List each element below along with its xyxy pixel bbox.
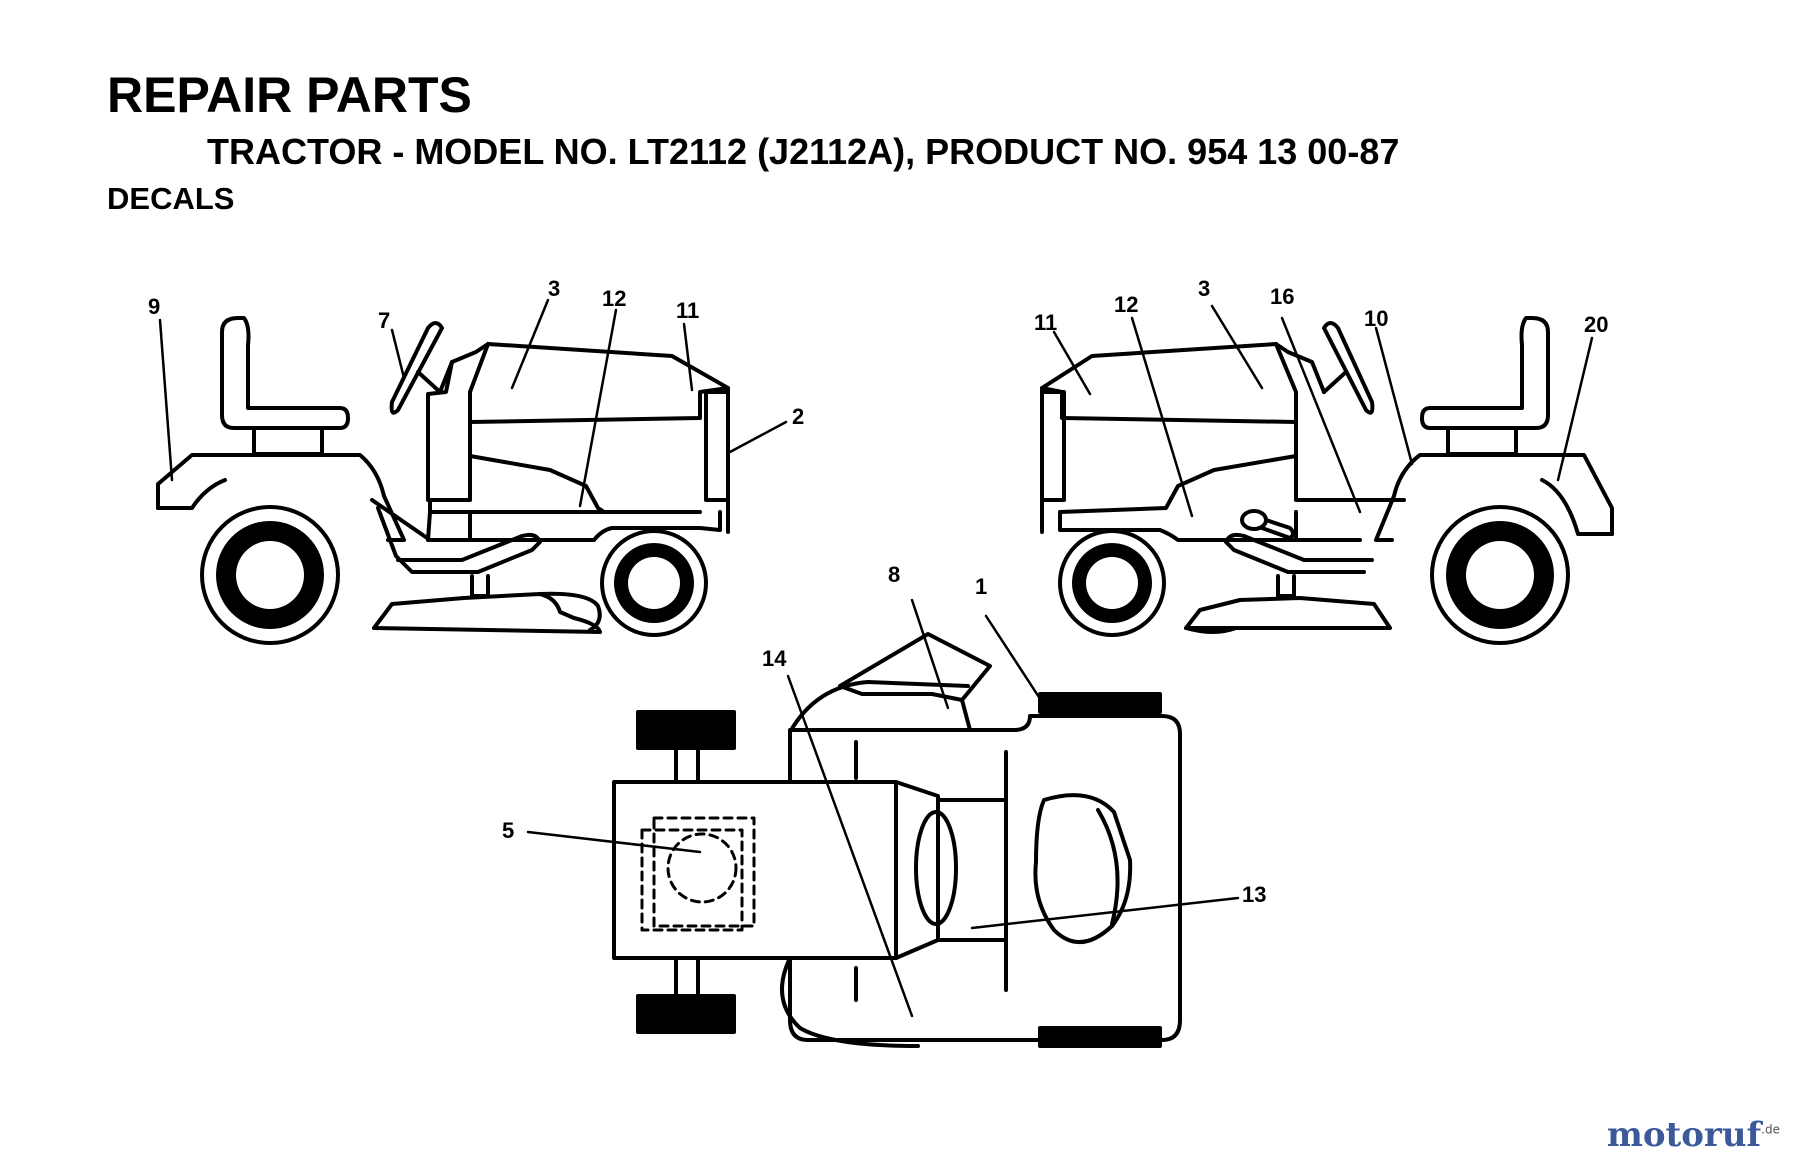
callout-number: 14 — [762, 646, 787, 671]
tractor-right-view — [1040, 316, 1614, 645]
watermark-suffix: .de — [1761, 1122, 1780, 1137]
tractor-top-view — [612, 632, 1182, 1048]
callout-number: 8 — [888, 562, 900, 587]
callout-number: 20 — [1584, 312, 1608, 337]
section-heading: DECALS — [107, 181, 235, 216]
callout-number: 7 — [378, 308, 390, 333]
callout-number: 3 — [548, 276, 560, 301]
callout-number: 16 — [1270, 284, 1294, 309]
callout-number: 11 — [676, 298, 699, 323]
watermark-logo: motoruf.de — [1607, 1115, 1780, 1155]
model-subtitle: TRACTOR - MODEL NO. LT2112 (J2112A), PRO… — [207, 131, 1400, 172]
callout-leaders — [158, 298, 1594, 1018]
callout-number: 12 — [602, 286, 626, 311]
callout-number: 13 — [1242, 882, 1266, 907]
watermark-text: motoruf — [1606, 1115, 1762, 1155]
callout-number: 12 — [1114, 292, 1138, 317]
callout-number: 5 — [502, 818, 514, 843]
callout-number: 10 — [1364, 306, 1388, 331]
tractor-left-view — [156, 316, 730, 645]
page-title: REPAIR PARTS — [107, 67, 472, 123]
callout-number: 3 — [1198, 276, 1210, 301]
callout-number: 11 — [1034, 310, 1057, 335]
callout-number: 2 — [792, 404, 804, 429]
callout-labels: 9 7 3 12 11 2 11 12 3 16 10 20 8 1 14 5 … — [148, 276, 1608, 907]
callout-number: 1 — [975, 574, 987, 599]
callout-number: 9 — [148, 294, 160, 319]
